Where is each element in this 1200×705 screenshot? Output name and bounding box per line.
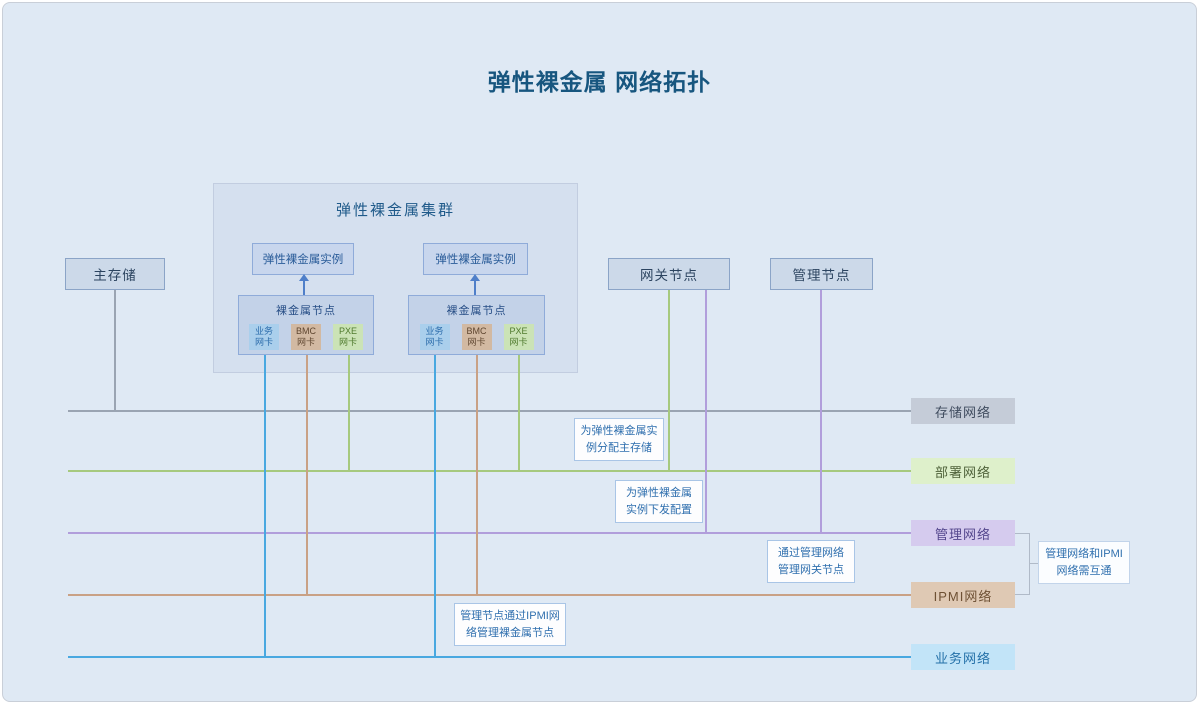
storage-network-line <box>68 410 911 412</box>
bracket-vertical <box>1029 533 1030 595</box>
node2-business-nic-line1: 业务 <box>425 326 444 337</box>
storage-network-label: 存储网络 <box>911 398 1015 424</box>
management-node-to-management-network-connector <box>820 290 822 533</box>
node1-business-nic-connector <box>264 355 266 657</box>
bracket-to-note <box>1029 563 1038 564</box>
management-node: 管理节点 <box>770 258 873 290</box>
bare-metal-instance-1: 弹性裸金属实例 <box>252 243 354 275</box>
node1-to-instance1-arrow <box>303 281 305 295</box>
node1-business-nic-line2: 网卡 <box>254 337 273 347</box>
node1-bmc-nic-line2: 网卡 <box>296 337 315 347</box>
bare-metal-node-1-nics: 业务 网卡 BMC 网卡 PXE 网卡 <box>249 324 363 350</box>
gateway-node-label: 网关节点 <box>640 268 698 283</box>
node2-business-nic-connector <box>434 355 436 657</box>
deploy-network-line <box>68 470 911 472</box>
node1-bmc-nic-line1: BMC <box>296 326 316 337</box>
management-network-label: 管理网络 <box>911 520 1015 546</box>
bare-metal-node-2-nics: 业务 网卡 BMC 网卡 PXE 网卡 <box>419 324 534 350</box>
gateway-to-management-network-connector <box>705 290 707 533</box>
ipmi-network-line <box>68 594 911 596</box>
node2-pxe-nic-connector <box>518 355 520 471</box>
bare-metal-node-2: 裸金属节点 业务 网卡 BMC 网卡 PXE 网卡 <box>408 295 545 355</box>
node1-bmc-nic: BMC 网卡 <box>291 324 321 350</box>
bracket-stub-ipmi <box>1015 594 1029 595</box>
bare-metal-node-2-title: 裸金属节点 <box>446 305 507 317</box>
ipmi-manage-annotation: 管理节点通过IPMI网络管理裸金属节点 <box>454 603 566 646</box>
node2-pxe-nic-line1: PXE <box>509 326 528 337</box>
node1-business-nic-line1: 业务 <box>254 326 273 337</box>
gateway-node: 网关节点 <box>608 258 730 290</box>
node2-business-nic-line2: 网卡 <box>425 337 444 347</box>
node2-bmc-nic-line1: BMC <box>466 326 487 337</box>
node1-pxe-nic-line2: 网卡 <box>338 337 357 347</box>
cluster-title: 弹性裸金属集群 <box>335 202 455 219</box>
management-node-label: 管理节点 <box>792 268 851 283</box>
node2-pxe-nic-line2: 网卡 <box>509 337 528 347</box>
node1-pxe-nic: PXE 网卡 <box>333 324 363 350</box>
node2-to-instance2-arrow <box>474 281 476 295</box>
node1-to-instance1-arrowhead-icon <box>299 274 309 281</box>
main-storage-node: 主存储 <box>65 258 165 290</box>
deploy-config-annotation: 为弹性裸金属实例下发配置 <box>615 480 703 523</box>
node1-pxe-nic-line1: PXE <box>338 326 357 337</box>
bare-metal-instance-2-label: 弹性裸金属实例 <box>435 254 516 266</box>
bare-metal-node-1: 裸金属节点 业务 网卡 BMC 网卡 PXE 网卡 <box>238 295 374 355</box>
node2-bmc-nic: BMC 网卡 <box>461 324 492 350</box>
business-network-label: 业务网络 <box>911 644 1015 670</box>
bracket-stub-management <box>1015 533 1029 534</box>
node2-business-nic: 业务 网卡 <box>419 324 450 350</box>
management-network-line <box>68 532 911 534</box>
bare-metal-instance-1-label: 弹性裸金属实例 <box>262 254 344 266</box>
network-interconnect-note: 管理网络和IPMI网络需互通 <box>1038 541 1130 584</box>
node2-bmc-nic-line2: 网卡 <box>467 337 486 347</box>
node1-bmc-nic-connector <box>306 355 308 595</box>
gateway-to-deploy-network-connector <box>668 290 670 471</box>
bare-metal-node-1-title: 裸金属节点 <box>276 305 336 317</box>
manage-gateway-annotation: 通过管理网络管理网关节点 <box>767 540 855 583</box>
node2-pxe-nic: PXE 网卡 <box>503 324 534 350</box>
business-network-line <box>68 656 911 658</box>
bare-metal-instance-2: 弹性裸金属实例 <box>423 243 528 275</box>
node2-bmc-nic-connector <box>476 355 478 595</box>
ipmi-network-label: IPMI网络 <box>911 582 1015 608</box>
storage-to-storage-network-connector <box>114 290 116 411</box>
page-title: 弹性裸金属 网络拓扑 <box>487 69 712 95</box>
node1-business-nic: 业务 网卡 <box>249 324 279 350</box>
node1-pxe-nic-connector <box>348 355 350 471</box>
main-storage-label: 主存储 <box>93 268 137 283</box>
storage-allocation-annotation: 为弹性裸金属实例分配主存储 <box>574 418 664 461</box>
node2-to-instance2-arrowhead-icon <box>470 274 480 281</box>
deploy-network-label: 部署网络 <box>911 458 1015 484</box>
